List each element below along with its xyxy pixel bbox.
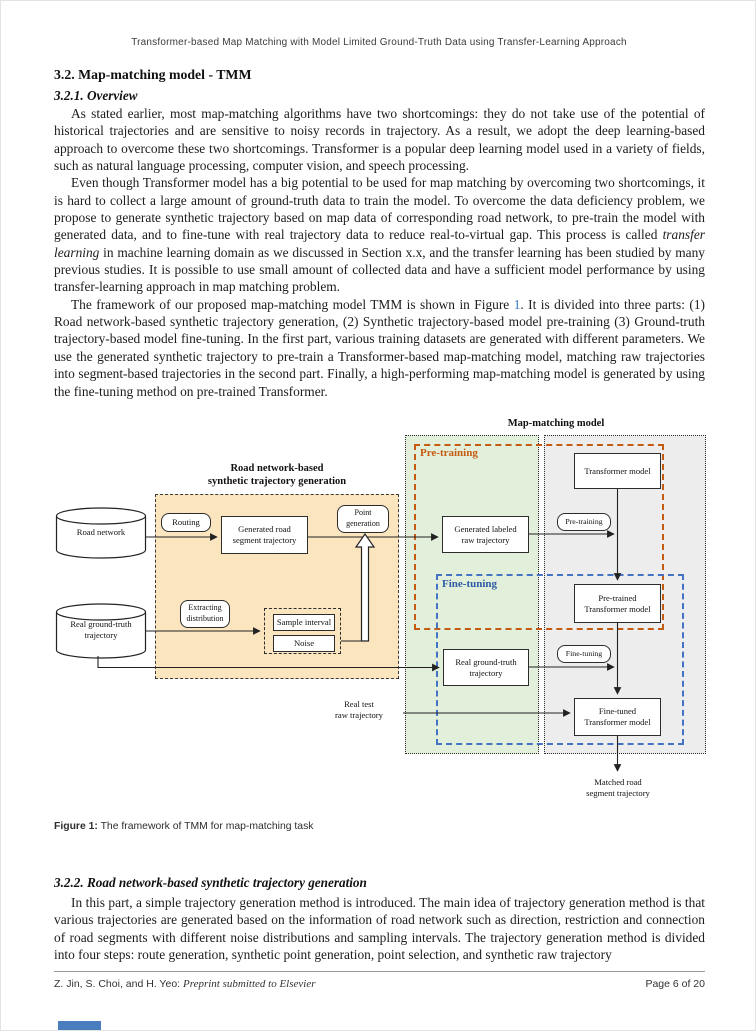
real-gt-cylinder-label: Real ground-truth trajectory	[70, 619, 132, 640]
footer-page-number: Page 6 of 20	[645, 978, 705, 990]
figure-1-diagram: Road network-based synthetic trajectory …	[46, 416, 726, 813]
real-gt-trajectory-node: Real ground-truth trajectory	[443, 649, 529, 686]
paragraph-1-text: As stated earlier, most map-matching alg…	[54, 106, 705, 174]
generated-road-node: Generated road segment trajectory	[221, 516, 308, 554]
finetuned-model-node: Fine-tuned Transformer model	[574, 698, 661, 736]
paragraph-1: As stated earlier, most map-matching alg…	[54, 105, 705, 174]
figure-1-caption: Figure 1: The framework of TMM for map-m…	[54, 821, 704, 832]
footer-authors: Z. Jin, S. Choi, and H. Yeo:	[54, 978, 183, 990]
pretrained-model-node: Pre-trained Transformer model	[574, 584, 661, 623]
finetuning-region-box	[436, 574, 684, 745]
footer-preprint-note: Preprint submitted to Elsevier	[183, 978, 316, 990]
pretraining-arrow-label: Pre-training	[557, 513, 611, 531]
paragraph-3-text-post: . It is divided into three parts: (1) Ro…	[54, 296, 705, 399]
real-gt-cylinder	[55, 603, 147, 659]
pretraining-region-label: Pre-training	[420, 447, 478, 459]
generated-labeled-node: Generated labeled raw trajectory	[442, 516, 529, 553]
paragraph-3: The framework of our proposed map-matchi…	[54, 296, 705, 400]
running-head: Transformer-based Map Matching with Mode…	[131, 37, 627, 48]
finetuning-region-label: Fine-tuning	[442, 578, 498, 590]
routing-node: Routing	[161, 513, 211, 532]
footer-left: Z. Jin, S. Choi, and H. Yeo: Preprint su…	[54, 978, 316, 990]
overview-body: As stated earlier, most map-matching alg…	[54, 105, 705, 400]
finetuning-arrow-label: Fine-tuning	[557, 645, 611, 663]
footer-divider	[54, 971, 705, 972]
point-generation-node: Point generation	[337, 505, 389, 533]
figure-1-link[interactable]: 1	[513, 296, 521, 312]
data-column-group-box	[405, 435, 539, 754]
diagram-connectors	[55, 489, 622, 772]
paragraph-3-text-pre: The framework of our proposed map-matchi…	[71, 296, 514, 312]
extracting-distribution-node: Extracting distribution	[180, 600, 230, 628]
right-group-title: Map-matching model	[507, 418, 605, 429]
left-group-title: Road network-based synthetic trajectory …	[207, 463, 347, 487]
section-heading-3-2: 3.2. Map-matching model - TMM	[54, 67, 252, 82]
transformer-model-node: Transformer model	[574, 453, 661, 489]
figure-1-caption-label: Figure 1:	[54, 821, 98, 832]
paragraph-2: Even though Transformer model has a big …	[54, 174, 705, 295]
noise-group-box	[264, 608, 341, 654]
road-network-cylinder-label: Road network	[76, 527, 126, 537]
transfer-learning-italic: transfer learning	[54, 227, 705, 260]
matched-output-text: Matched road segment trajectory	[586, 777, 650, 798]
subsection-heading-3-2-1: 3.2.1. Overview	[54, 88, 138, 103]
page-footer: Z. Jin, S. Choi, and H. Yeo: Preprint su…	[54, 978, 705, 990]
noise-node: Noise	[273, 635, 335, 652]
section-3-2-2-body: In this part, a simple trajectory genera…	[54, 894, 705, 963]
paragraph-2-text-post: in machine learning domain as we discuss…	[54, 244, 705, 295]
figure-1-caption-text: The framework of TMM for map-matching ta…	[97, 821, 314, 832]
paragraph-4: In this part, a simple trajectory genera…	[54, 895, 705, 963]
blue-accent-bar	[58, 1021, 101, 1030]
sample-interval-node: Sample interval	[273, 614, 335, 631]
hollow-up-arrow	[354, 532, 376, 642]
road-network-cylinder	[55, 507, 147, 559]
paragraph-2-text-pre: Even though Transformer model has a big …	[54, 175, 705, 243]
real-test-text: Real test raw trajectory	[335, 699, 383, 720]
subsection-heading-3-2-2: 3.2.2. Road network-based synthetic traj…	[54, 875, 367, 890]
